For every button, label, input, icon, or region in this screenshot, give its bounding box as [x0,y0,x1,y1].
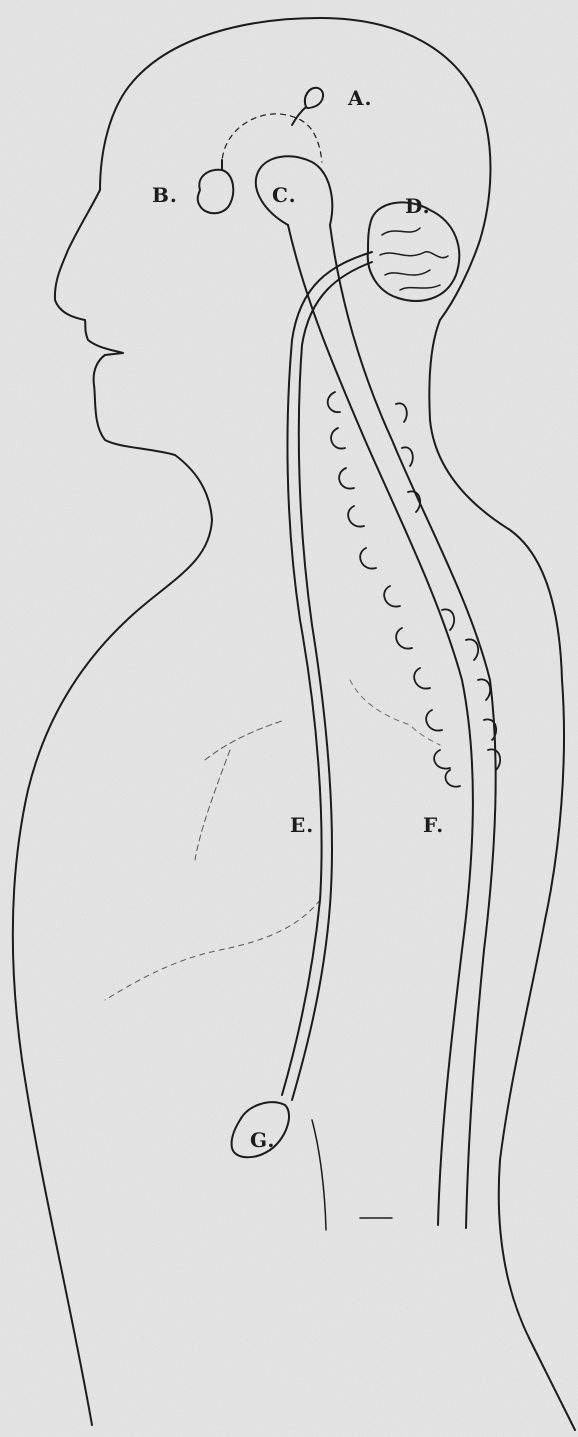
label-a: A. [348,88,372,108]
label-c: C. [272,185,297,205]
label-g: G. [250,1130,275,1150]
label-f: F. [423,815,444,835]
label-d: D. [405,196,431,216]
label-e: E. [290,815,314,835]
label-b: B. [152,185,178,205]
